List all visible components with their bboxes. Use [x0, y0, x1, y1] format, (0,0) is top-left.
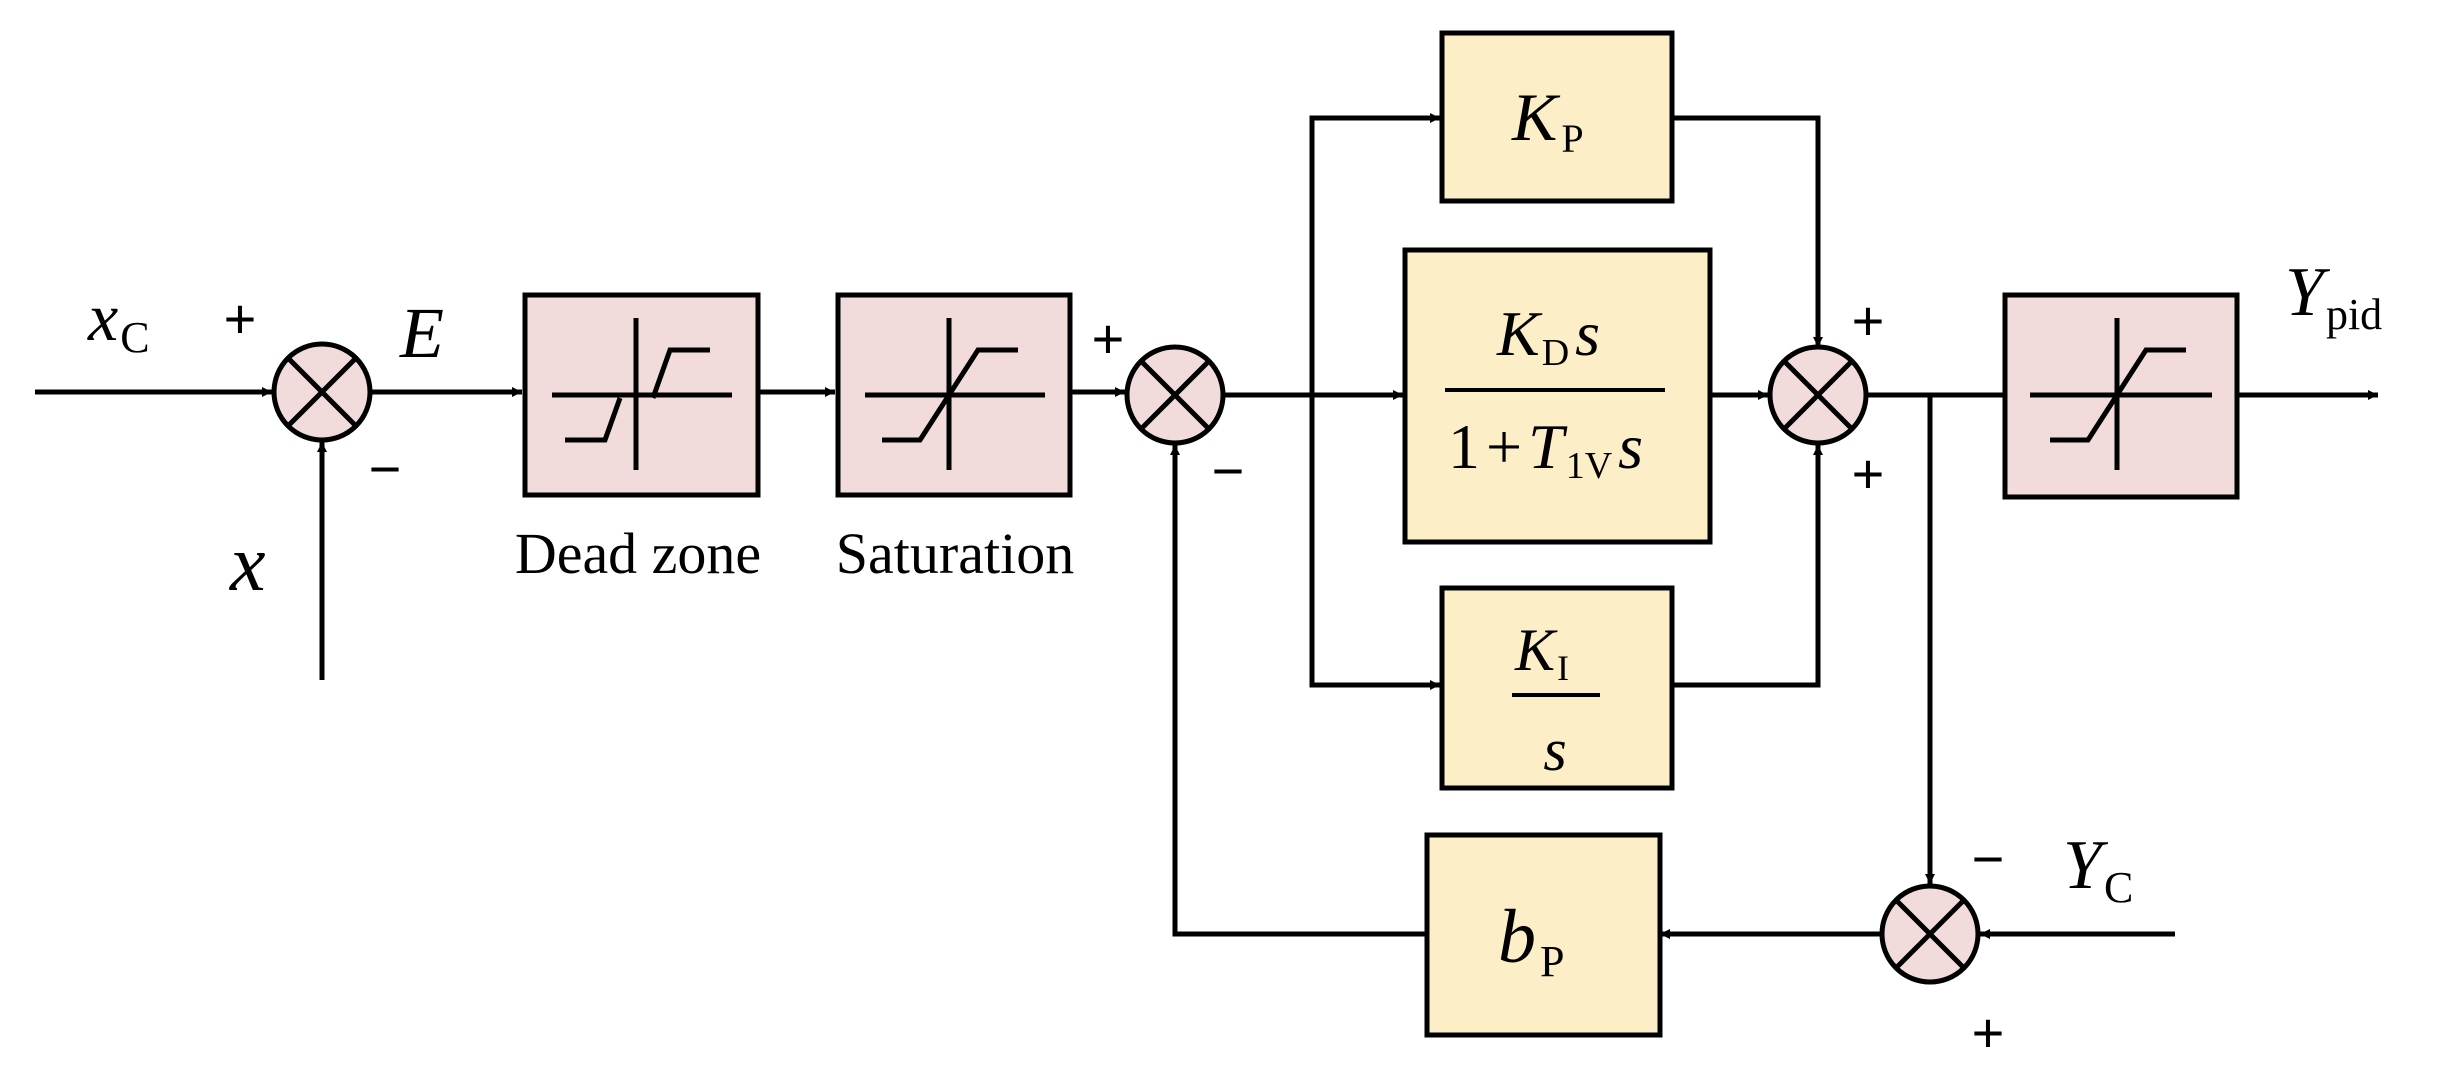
sum3-top-plus-sign: +	[1852, 289, 1885, 352]
svg-text:bP: bP	[1498, 895, 1564, 986]
summing-junction-3	[1767, 344, 1869, 446]
sum2-plus-sign: +	[1092, 307, 1125, 370]
kd-den-subscript: 1V	[1566, 445, 1613, 487]
kd-num-var: s	[1575, 298, 1600, 369]
yc-label: YC	[2063, 827, 2133, 912]
kd-den-plus: +	[1486, 411, 1522, 482]
ki-num-symbol: K	[1514, 617, 1558, 683]
kd-num-subscript: D	[1542, 332, 1569, 374]
sum4-top-minus-sign: −	[1972, 827, 2005, 890]
sum1-plus-sign: +	[224, 287, 257, 350]
xc-label: xC	[87, 279, 150, 362]
summing-junction-1	[271, 341, 373, 443]
bp-symbol: b	[1498, 895, 1536, 979]
arrow-ki-to-sum3	[1672, 445, 1823, 688]
branch-to-ki	[1309, 395, 1440, 690]
dead-zone-block	[522, 292, 761, 498]
arrow-kp-to-sum3	[1672, 115, 1823, 347]
kd-block: KDs 1+T1Vs	[1402, 247, 1713, 545]
kd-num-symbol: K	[1496, 298, 1543, 369]
svg-text:KP: KP	[1511, 79, 1584, 161]
summing-junction-4	[1879, 883, 1981, 985]
x-label: x	[229, 520, 266, 608]
arrow-bp-to-sum2	[1170, 445, 1427, 937]
e-label: E	[399, 293, 444, 373]
bp-subscript: P	[1540, 937, 1564, 986]
kd-den-symbol: T	[1528, 411, 1568, 482]
dead-zone-icon	[552, 318, 732, 470]
branch-to-kp	[1309, 113, 1440, 395]
sum2-minus-sign: −	[1212, 439, 1245, 502]
kd-den-one: 1	[1448, 411, 1480, 482]
kp-symbol: K	[1511, 79, 1561, 155]
sum1-minus-sign: −	[369, 437, 402, 500]
ki-block: KI s	[1439, 585, 1675, 791]
dead-zone-label: Dead zone	[515, 521, 761, 586]
summing-junction-2	[1124, 344, 1226, 446]
sum3-bottom-plus-sign: +	[1852, 442, 1885, 505]
ki-den-var: s	[1543, 717, 1566, 783]
saturation-label: Saturation	[836, 521, 1074, 586]
kp-subscript: P	[1561, 116, 1583, 161]
sum4-bottom-plus-sign: +	[1972, 1001, 2005, 1064]
svg-text:1+T1Vs: 1+T1Vs	[1448, 411, 1643, 487]
kd-den-var: s	[1618, 411, 1643, 482]
svg-text:KDs: KDs	[1496, 298, 1600, 374]
output-saturation-block	[2002, 292, 2240, 500]
bp-block: bP	[1424, 832, 1663, 1038]
saturation-icon	[865, 318, 1045, 470]
ki-num-subscript: I	[1557, 648, 1569, 688]
ypid-label: Ypid	[2285, 254, 2382, 339]
signal-lines	[35, 113, 2378, 939]
saturation-block	[835, 292, 1073, 498]
output-saturation-icon	[2030, 318, 2212, 470]
svg-text:KI: KI	[1514, 617, 1569, 688]
